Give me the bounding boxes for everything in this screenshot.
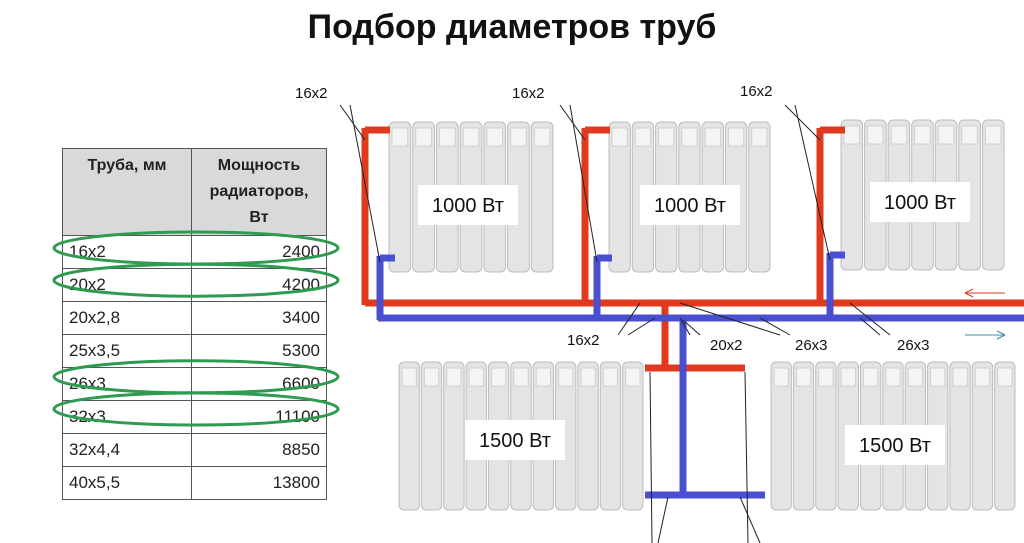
page-title: Подбор диаметров труб bbox=[307, 8, 717, 46]
radiator-power-label: 1000 Вт bbox=[654, 195, 726, 217]
leader-line bbox=[627, 317, 656, 336]
radiator-power-label: 1000 Вт bbox=[432, 195, 504, 217]
leader-line bbox=[349, 104, 381, 263]
radiator: 1000 Вт bbox=[388, 121, 554, 273]
power-value: 3400 bbox=[191, 301, 327, 335]
radiator-power-label: 1500 Вт bbox=[859, 435, 931, 457]
highlight-ellipse bbox=[52, 359, 340, 395]
radiator: 1000 Вт bbox=[840, 119, 1005, 271]
power-value: 13800 bbox=[191, 466, 327, 500]
leader-line bbox=[559, 104, 586, 141]
leader-line bbox=[339, 104, 366, 141]
header-pipe: Труба, мм bbox=[62, 148, 192, 236]
highlight-ellipse bbox=[52, 391, 340, 427]
radiator: 1500 Вт bbox=[770, 361, 1016, 511]
leader-line bbox=[849, 302, 891, 336]
leader-line bbox=[739, 496, 761, 543]
power-value: 11100 bbox=[191, 400, 327, 434]
pipe-size: 40x5,5 bbox=[62, 466, 192, 500]
pipe-size: 20x2 bbox=[62, 268, 192, 302]
pipe-size: 20x2,8 bbox=[62, 301, 192, 335]
header-power: Мощность радиаторов, Вт bbox=[191, 148, 327, 236]
pipe-size-label: 16x2 bbox=[740, 83, 773, 100]
leader-line bbox=[569, 104, 598, 263]
pipe-size-label: 16x2 bbox=[512, 85, 545, 102]
pipe-size-label: 26x3 bbox=[897, 337, 930, 354]
leader-line bbox=[744, 371, 749, 543]
radiator: 1500 Вт bbox=[398, 361, 644, 511]
highlight-ellipse bbox=[52, 262, 340, 298]
highlight-ellipse bbox=[52, 230, 340, 266]
leader-line bbox=[682, 319, 701, 336]
pipe-size: 32x4,4 bbox=[62, 433, 192, 467]
leader-line bbox=[657, 496, 669, 543]
leader-line bbox=[794, 104, 831, 261]
leader-line bbox=[759, 317, 791, 336]
leader-line bbox=[649, 371, 653, 543]
leader-line bbox=[679, 302, 781, 336]
radiator-power-label: 1500 Вт bbox=[479, 430, 551, 452]
leader-line bbox=[617, 302, 641, 336]
radiator: 1000 Вт bbox=[608, 121, 771, 273]
pipe-size: 32x3 bbox=[62, 400, 192, 434]
pipe-size-label: 16x2 bbox=[295, 85, 328, 102]
leader-line bbox=[859, 317, 881, 336]
pipe-size: 26x3 bbox=[62, 367, 192, 401]
leader-line bbox=[784, 104, 821, 141]
leader-line bbox=[679, 317, 691, 336]
pipe-size-label: 26x3 bbox=[795, 337, 828, 354]
radiator-power-label: 1000 Вт bbox=[884, 192, 956, 214]
pipe-size-label: 20x2 bbox=[710, 337, 743, 354]
pipe-size-label: 16x2 bbox=[567, 332, 600, 349]
